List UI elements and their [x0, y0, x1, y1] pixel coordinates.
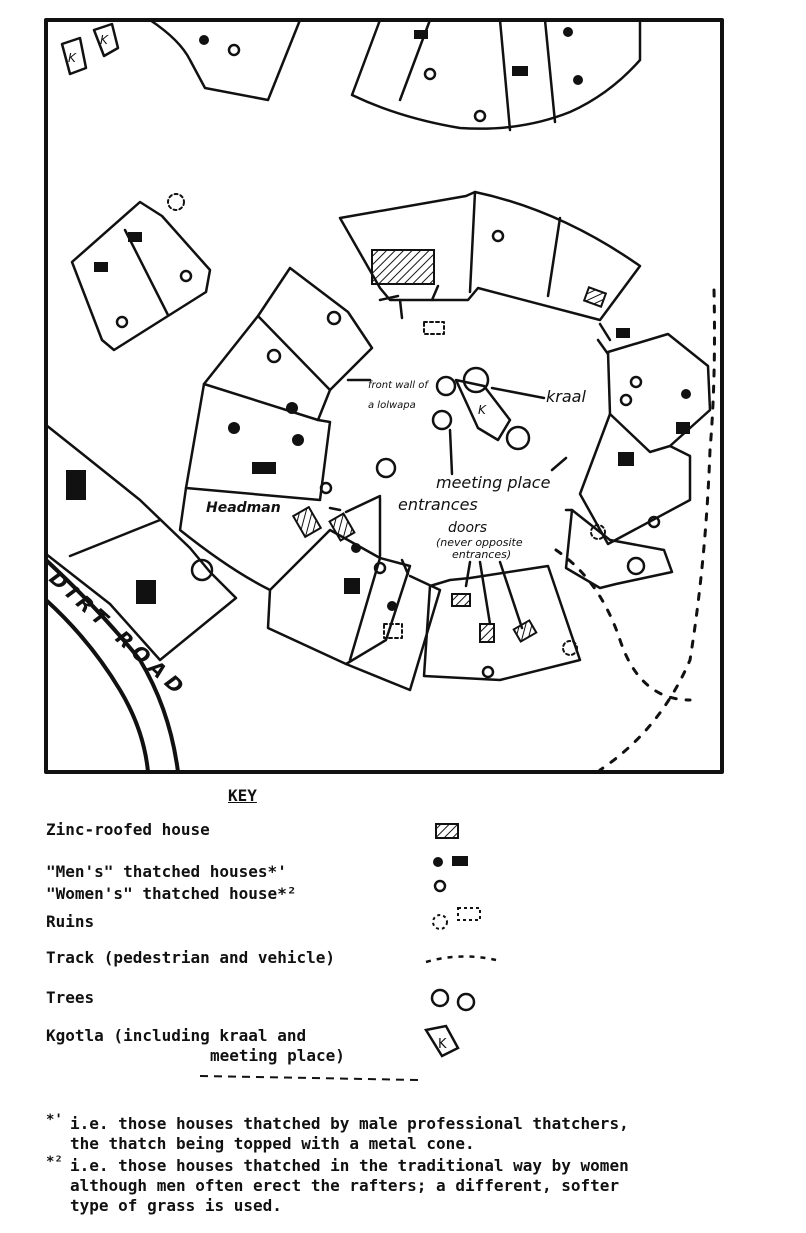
- corner-k-label: K: [68, 51, 77, 65]
- key-ruins-label: Ruins: [46, 912, 95, 931]
- filled-house-icon: [452, 856, 468, 866]
- tree-icon: [430, 988, 450, 1008]
- top-center-plot: [350, 18, 642, 130]
- women-house-icon: [266, 348, 282, 364]
- map-frame: [44, 18, 724, 774]
- corner-k-label: K: [100, 33, 109, 47]
- ruins-icon: [383, 623, 403, 639]
- note-2-marker: *²: [46, 1154, 63, 1170]
- front-wall-label: front wall of: [368, 380, 429, 391]
- key-zinc-label: Zinc-roofed house: [46, 820, 210, 839]
- ring-houses: [338, 190, 642, 322]
- dirt-road-label: DIRT ROAD: [45, 566, 193, 703]
- open-circle-icon: [433, 879, 447, 893]
- note-1-line-1: i.e. those houses thatched by male profe…: [70, 1114, 629, 1133]
- tree-icon: [456, 992, 476, 1012]
- filled-house-icon: [433, 857, 443, 867]
- zinc-house-icon: [479, 623, 495, 643]
- entrances-label: entrances: [398, 495, 478, 514]
- corner-kgotla: [92, 22, 120, 58]
- ruins-icon: [562, 640, 578, 656]
- right-houses: [606, 332, 712, 454]
- tree-icon: [431, 409, 453, 431]
- women-house-icon: [179, 269, 193, 283]
- note-2-line-1: i.e. those houses thatched in the tradit…: [70, 1156, 629, 1175]
- meeting-place-label: meeting place: [436, 473, 551, 492]
- note-2-line-2: although men often erect the rafters; a …: [70, 1176, 620, 1195]
- women-house-icon: [423, 67, 437, 81]
- women-house-icon: [373, 561, 387, 575]
- tree-icon: [626, 556, 646, 576]
- key-kgotla-label: Kgotla (including kraal and: [46, 1026, 307, 1045]
- key-title: KEY: [228, 786, 257, 805]
- women-house-icon: [115, 315, 129, 329]
- tree-icon: [435, 375, 457, 397]
- ruins-icon: [167, 193, 185, 211]
- women-house-icon: [647, 515, 661, 529]
- top-left-plot: [148, 18, 302, 102]
- kraal-k-label: K: [478, 403, 487, 417]
- key-kgotla-label-2: meeting place): [210, 1046, 345, 1065]
- kgotla-kraal[interactable]: [454, 378, 512, 442]
- women-house-icon: [619, 393, 633, 407]
- note-1-marker: *': [46, 1112, 63, 1128]
- zinc-house-icon: [512, 619, 538, 643]
- note-1-line-2: the thatch being topped with a metal con…: [70, 1134, 475, 1153]
- note-2-line-3: type of grass is used.: [70, 1196, 282, 1215]
- key-women-label: "Women's" thatched house*²: [46, 884, 297, 903]
- headman-label: Headman: [206, 500, 281, 516]
- zinc-house-icon: [371, 249, 435, 285]
- ruins-icon: [423, 321, 445, 335]
- tree-icon: [505, 425, 531, 451]
- front-wall-label-2: a lolwapa: [368, 400, 416, 411]
- tree-icon: [375, 457, 397, 479]
- women-house-icon: [629, 375, 643, 389]
- zinc-house-icon: [291, 505, 323, 539]
- left-plot: [70, 200, 212, 352]
- kraal-label: kraal: [546, 387, 586, 406]
- kgotla-icon-k: K: [438, 1037, 447, 1052]
- track: [598, 288, 716, 772]
- doors-label: doors: [448, 520, 487, 536]
- dashed-line-icon: [425, 955, 497, 964]
- women-house-icon: [481, 665, 495, 679]
- women-house-icon: [491, 229, 505, 243]
- settlement-map: front wall of a lolwapa kraal K meeting …: [44, 18, 724, 774]
- key-divider: [199, 1075, 421, 1081]
- corner-kgotla: [60, 36, 88, 76]
- dirt-road: [44, 558, 180, 774]
- key-track-label: Track (pedestrian and vehicle): [46, 948, 335, 967]
- ruins-icon: [590, 524, 606, 540]
- tree-icon: [190, 558, 214, 582]
- kgotla-icon: [423, 1024, 460, 1058]
- zinc-house-icon: [328, 512, 356, 542]
- hatched-rectangle-icon: [435, 823, 459, 839]
- doors-note-label: (never opposite: [436, 536, 523, 549]
- dashed-outline-icon: [457, 907, 481, 921]
- dashed-outline-icon: [432, 914, 448, 930]
- zinc-house-icon: [451, 593, 471, 607]
- women-house-icon: [473, 109, 487, 123]
- women-house-icon: [227, 43, 241, 57]
- women-house-icon: [326, 310, 342, 326]
- key-trees-label: Trees: [46, 988, 95, 1007]
- women-house-icon: [319, 481, 333, 495]
- doors-note-label-2: entrances): [452, 548, 511, 561]
- zinc-house-icon: [582, 286, 608, 308]
- tree-icon: [462, 366, 490, 394]
- key-men-label: "Men's" thatched houses*': [46, 862, 287, 881]
- left-lots: [44, 423, 238, 662]
